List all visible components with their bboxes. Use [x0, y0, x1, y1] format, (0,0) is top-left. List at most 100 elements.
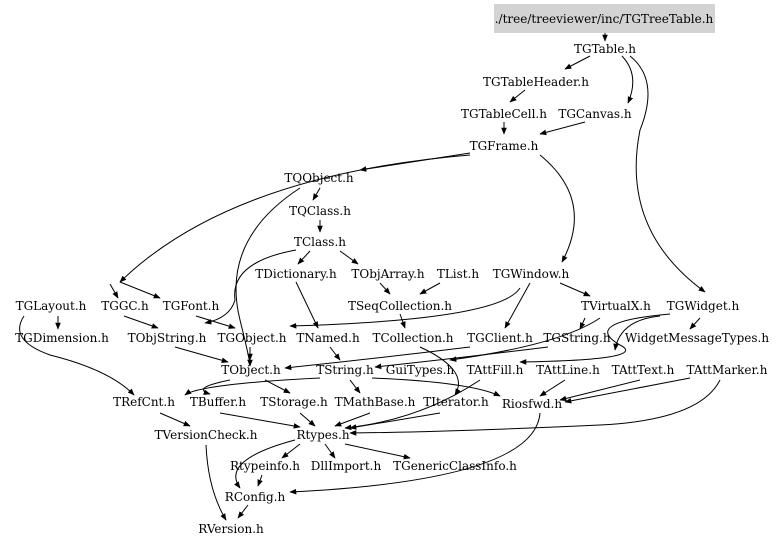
node-titerator: TIterator.h	[423, 395, 489, 409]
edge	[509, 89, 526, 103]
edge	[339, 250, 359, 265]
edge	[334, 412, 371, 427]
node-riosfwd: Riosfwd.h	[502, 397, 562, 411]
edge	[119, 154, 471, 283]
edge	[257, 474, 263, 487]
dependency-edges	[19, 33, 721, 521]
node-rtypes: Rtypes.h	[296, 428, 349, 442]
node-tgstring: TGString.h	[543, 331, 610, 345]
edge	[184, 377, 321, 396]
edge	[564, 55, 591, 70]
edge	[281, 443, 301, 459]
node-tvirtualx: TVirtualX.h	[581, 299, 651, 313]
edge	[504, 282, 531, 329]
edge	[613, 315, 661, 351]
edge	[349, 379, 721, 436]
edge	[349, 412, 441, 430]
node-tattmarker: TAttMarker.h	[687, 363, 768, 377]
node-dllimport: DllImport.h	[311, 459, 382, 473]
node-tobject: TObject.h	[221, 363, 281, 377]
root-node-box	[494, 4, 715, 33]
node-tgframe: TGFrame.h	[470, 139, 539, 153]
edge	[289, 412, 541, 495]
header-nodes: ./tree/treeviewer/inc/TGTreeTable.h TGTa…	[15, 4, 769, 536]
edge	[289, 287, 521, 329]
node-tattfill: TAttFill.h	[467, 363, 524, 377]
edge	[564, 377, 691, 404]
node-tversioncheck: TVersionCheck.h	[155, 428, 258, 442]
node-tdictionary: TDictionary.h	[255, 267, 337, 281]
edge	[234, 439, 296, 489]
edge	[329, 346, 341, 361]
edge	[379, 282, 391, 295]
edge	[539, 379, 566, 397]
edge	[399, 313, 406, 329]
node-tgwindow: TGWindow.h	[493, 267, 570, 281]
node-tclass: TClass.h	[294, 235, 346, 249]
edge	[689, 317, 701, 330]
node-tobjarray: TObjArray.h	[351, 267, 425, 281]
edge	[19, 315, 135, 396]
node-tgfont: TGFont.h	[163, 299, 220, 313]
edge	[119, 281, 161, 299]
node-tmathbase: TMathBase.h	[335, 395, 416, 409]
edge	[299, 412, 316, 427]
edge	[195, 315, 236, 329]
node-tseqcollection: TSeqCollection.h	[348, 299, 452, 313]
edge	[159, 412, 191, 427]
edge	[312, 187, 321, 201]
edge	[539, 121, 586, 136]
node-tgenericclassinfo: TGenericClassInfo.h	[393, 459, 517, 473]
edge	[629, 55, 706, 293]
edge	[295, 281, 319, 329]
node-tggc: TGGC.h	[101, 299, 149, 313]
edge	[349, 379, 361, 394]
edge	[264, 379, 291, 394]
node-tstorage: TStorage.h	[260, 395, 328, 409]
edge	[219, 412, 301, 429]
edge	[519, 313, 671, 365]
node-tgcanvas: TGCanvas.h	[558, 107, 632, 121]
edge	[237, 504, 249, 519]
edge	[174, 346, 229, 363]
edge	[419, 282, 441, 295]
edge	[359, 152, 471, 172]
edge	[344, 443, 411, 460]
node-rversion: RVersion.h	[198, 522, 264, 536]
edge	[374, 346, 549, 370]
node-tlist: TList.h	[437, 267, 480, 281]
node-tgtableheader: TGTableHeader.h	[483, 75, 589, 89]
node-tstring: TString.h	[316, 363, 374, 377]
edge	[205, 444, 227, 521]
node-tbuffer: TBuffer.h	[190, 395, 246, 409]
node-tgwidget: TGWidget.h	[667, 299, 740, 313]
edge	[204, 249, 297, 325]
node-rconfig: RConfig.h	[225, 490, 286, 504]
edge	[579, 317, 586, 330]
node-tattline: TAttLine.h	[536, 363, 600, 377]
node-widgetmessagetypes: WidgetMessageTypes.h	[625, 331, 769, 345]
edge	[109, 283, 119, 299]
node-tqclass: TQClass.h	[289, 204, 351, 218]
edge	[123, 315, 159, 329]
edge	[559, 379, 641, 402]
node-tgobject: TGObject.h	[217, 331, 286, 345]
node-tcollection: TCollection.h	[372, 331, 453, 345]
edge	[324, 443, 336, 459]
node-tnamed: TNamed.h	[296, 331, 360, 345]
node-tglayout: TGLayout.h	[16, 299, 87, 313]
edge	[559, 282, 591, 297]
node-tgtable: TGTable.h	[574, 42, 636, 56]
edge	[284, 346, 471, 371]
node-rtypeinfo: Rtypeinfo.h	[230, 459, 300, 473]
edge	[297, 250, 311, 265]
edge	[539, 154, 575, 263]
edge	[419, 346, 461, 396]
node-trefcnt: TRefCnt.h	[113, 395, 175, 409]
node-tgclient: TGClient.h	[467, 331, 533, 345]
node-tobjstring: TObjString.h	[128, 331, 207, 345]
node-tqobject: TQObject.h	[284, 171, 354, 185]
edge	[202, 379, 231, 395]
root-node-label: ./tree/treeviewer/inc/TGTreeTable.h	[495, 12, 714, 26]
